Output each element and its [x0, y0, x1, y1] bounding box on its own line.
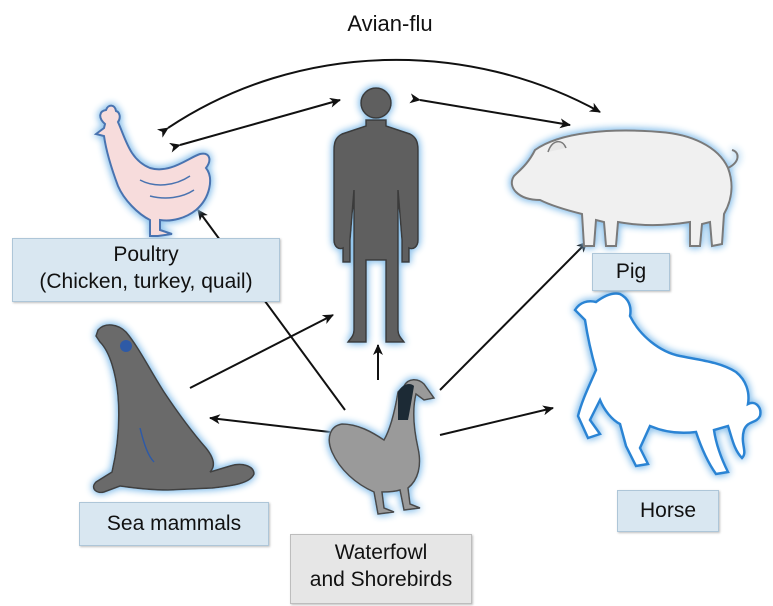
label-poultry: Poultry (Chicken, turkey, quail) — [12, 238, 280, 302]
pig-icon — [512, 131, 738, 246]
goose-icon — [329, 380, 434, 514]
diagram-title: Avian-flu — [300, 10, 480, 37]
label-sea-mammals: Sea mammals — [79, 502, 269, 546]
arrow-water-horse — [440, 408, 553, 435]
arrow-water-sea — [210, 418, 330, 432]
human-icon — [334, 88, 418, 342]
arrow-sea-human — [190, 315, 333, 388]
chicken-icon — [96, 106, 210, 236]
label-poultry-line2: (Chicken, turkey, quail) — [13, 268, 279, 295]
label-waterfowl: Waterfowl and Shorebirds — [290, 534, 472, 604]
label-waterfowl-line2: and Shorebirds — [291, 566, 471, 593]
label-horse: Horse — [617, 490, 719, 532]
arrow-water-pig — [440, 242, 587, 390]
label-pig: Pig — [592, 253, 670, 291]
arrow-human-pig — [420, 100, 570, 125]
horse-icon — [575, 293, 760, 474]
label-waterfowl-line1: Waterfowl — [291, 539, 471, 566]
sea-lion-icon — [94, 325, 254, 492]
label-poultry-line1: Poultry — [13, 241, 279, 268]
